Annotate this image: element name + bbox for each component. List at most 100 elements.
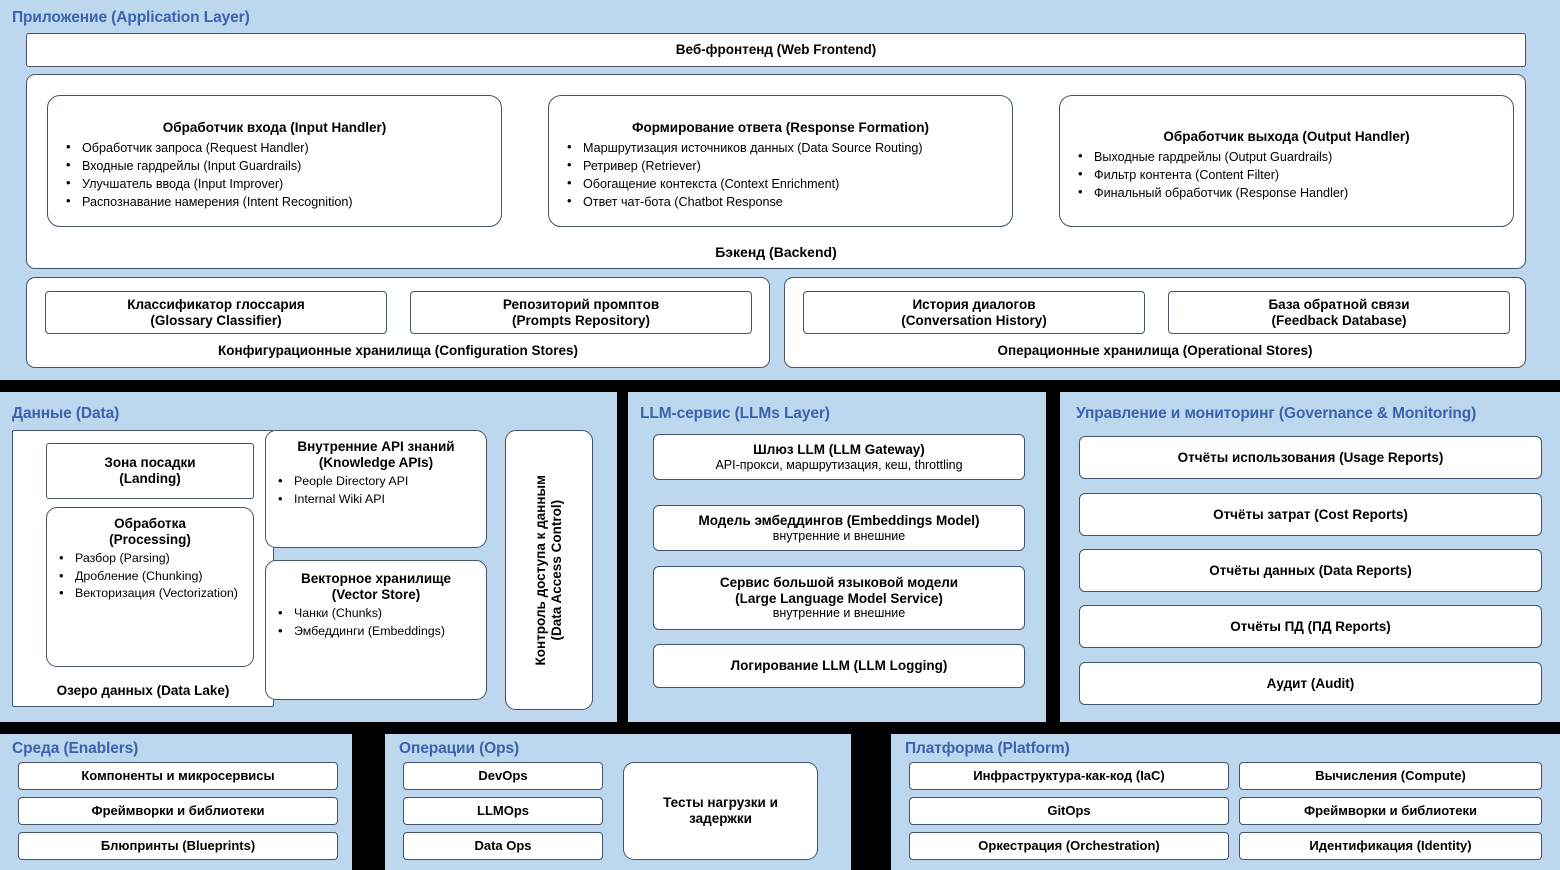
data-access-control-label-ru: Контроль доступа к данным [532, 474, 548, 666]
load-tests-line2: задержки [689, 811, 752, 826]
llm-logging-title: Логирование LLM (LLM Logging) [730, 658, 948, 674]
governance-layer-panel: Управление и мониторинг (Governance & Mo… [1060, 392, 1560, 722]
identity-box[interactable]: Идентификация (Identity) [1239, 832, 1542, 860]
list-item: Распознавание намерения (Intent Recognit… [48, 192, 501, 211]
llmops-label: LLMOps [477, 803, 529, 819]
operational-stores-label: Операционные хранилища (Operational Stor… [997, 343, 1313, 358]
backend-box: Обработчик входа (Input Handler) Обработ… [26, 74, 1526, 269]
vector-store-title-ru: Векторное хранилище [300, 571, 452, 586]
llm-gateway-subtitle: API-прокси, маршрутизация, кеш, throttli… [715, 457, 963, 472]
audit-label: Аудит (Audit) [1266, 675, 1355, 691]
landing-label-en: (Landing) [119, 471, 181, 486]
conversation-history-box[interactable]: История диалогов (Conversation History) [803, 291, 1145, 334]
data-access-control-label-en: (Data Access Control) [549, 499, 564, 641]
ops-layer-title: Операции (Ops) [399, 740, 520, 757]
vector-store-box[interactable]: Векторное хранилище (Vector Store) Чанки… [265, 560, 487, 700]
processing-box[interactable]: Обработка (Processing) Разбор (Parsing) … [46, 507, 254, 667]
audit-box[interactable]: Аудит (Audit) [1079, 662, 1542, 705]
llm-layer-panel: LLM-сервис (LLMs Layer) Шлюз LLM (LLM Ga… [628, 392, 1046, 722]
configuration-stores-label: Конфигурационные хранилища (Configuratio… [217, 343, 579, 358]
data-layer-title: Данные (Data) [12, 405, 120, 422]
compute-box[interactable]: Вычисления (Compute) [1239, 762, 1542, 790]
vector-store-list: Чанки (Chunks) Эмбеддинги (Embeddings) [266, 604, 486, 641]
conversation-history-label-ru: История диалогов [912, 296, 1036, 312]
list-item: Эмбеддинги (Embeddings) [266, 622, 486, 641]
embeddings-model-box[interactable]: Модель эмбеддингов (Embeddings Model) вн… [653, 505, 1025, 551]
feedback-database-label-en: (Feedback Database) [1271, 312, 1407, 328]
data-lake-box: Зона посадки (Landing) Обработка (Proces… [12, 430, 274, 707]
devops-box[interactable]: DevOps [403, 762, 603, 790]
response-formation-card[interactable]: Формирование ответа (Response Formation)… [548, 95, 1013, 227]
load-tests-line1: Тесты нагрузки и [663, 795, 778, 811]
data-lake-label: Озеро данных (Data Lake) [56, 683, 230, 698]
response-formation-title: Формирование ответа (Response Formation) [631, 119, 930, 135]
data-layer-panel: Данные (Data) Зона посадки (Landing) Обр… [0, 392, 617, 722]
application-layer-panel: Приложение (Application Layer) Веб-фронт… [0, 0, 1560, 380]
glossary-classifier-label-en: (Glossary Classifier) [150, 312, 282, 328]
list-item: Internal Wiki API [266, 490, 486, 509]
llm-logging-box[interactable]: Логирование LLM (LLM Logging) [653, 644, 1025, 688]
pd-reports-label: Отчёты ПД (ПД Reports) [1230, 618, 1391, 634]
data-access-control-box[interactable]: Контроль доступа к данным (Data Access C… [505, 430, 593, 710]
llm-service-title-en: (Large Language Model Service) [735, 590, 943, 606]
dataops-label: Data Ops [474, 838, 532, 854]
vector-store-title-en: (Vector Store) [331, 586, 421, 602]
list-item: Фильтр контента (Content Filter) [1060, 165, 1513, 184]
enablers-layer-title: Среда (Enablers) [12, 740, 139, 757]
list-item: Улучшатель ввода (Input Improver) [48, 174, 501, 193]
input-handler-card[interactable]: Обработчик входа (Input Handler) Обработ… [47, 95, 502, 227]
list-item: Обогащение контекста (Context Enrichment… [549, 174, 1012, 193]
web-frontend-box[interactable]: Веб-фронтенд (Web Frontend) [26, 33, 1526, 67]
list-item: People Directory API [266, 472, 486, 491]
gitops-box[interactable]: GitOps [909, 797, 1229, 825]
prompts-repository-label-ru: Репозиторий промптов [502, 296, 660, 312]
output-handler-card[interactable]: Обработчик выхода (Output Handler) Выход… [1059, 95, 1514, 227]
components-microservices-label: Компоненты и микросервисы [81, 768, 275, 784]
landing-zone-box[interactable]: Зона посадки (Landing) [46, 443, 254, 499]
prompts-repository-box[interactable]: Репозиторий промптов (Prompts Repository… [410, 291, 752, 334]
blueprints-box[interactable]: Блюпринты (Blueprints) [18, 832, 338, 860]
glossary-classifier-label-ru: Классификатор глоссария [127, 296, 305, 312]
llm-service-subtitle: внутренние и внешние [772, 606, 906, 621]
platform-frameworks-label: Фреймворки и библиотеки [1304, 803, 1477, 819]
llm-gateway-box[interactable]: Шлюз LLM (LLM Gateway) API-прокси, маршр… [653, 434, 1025, 480]
list-item: Ретривер (Retriever) [549, 156, 1012, 175]
llm-service-title-ru: Сервис большой языковой модели [719, 575, 959, 591]
governance-layer-title: Управление и мониторинг (Governance & Mo… [1076, 405, 1477, 422]
input-handler-list: Обработчик запроса (Request Handler) Вхо… [48, 138, 501, 212]
knowledge-apis-box[interactable]: Внутренние API знаний (Knowledge APIs) P… [265, 430, 487, 548]
load-latency-tests-box[interactable]: Тесты нагрузки и задержки [623, 762, 818, 860]
data-reports-label: Отчёты данных (Data Reports) [1209, 562, 1412, 578]
platform-layer-title: Платформа (Platform) [905, 740, 1070, 757]
iac-box[interactable]: Инфраструктура-как-код (IaC) [909, 762, 1229, 790]
compute-label: Вычисления (Compute) [1315, 768, 1466, 784]
knowledge-apis-title-en: (Knowledge APIs) [318, 454, 434, 470]
glossary-classifier-box[interactable]: Классификатор глоссария (Glossary Classi… [45, 291, 387, 334]
dataops-box[interactable]: Data Ops [403, 832, 603, 860]
prompts-repository-label-en: (Prompts Repository) [511, 312, 650, 328]
llmops-box[interactable]: LLMOps [403, 797, 603, 825]
llm-gateway-title: Шлюз LLM (LLM Gateway) [753, 441, 925, 457]
frameworks-libraries-box[interactable]: Фреймворки и библиотеки [18, 797, 338, 825]
iac-label: Инфраструктура-как-код (IaC) [973, 768, 1165, 784]
feedback-database-box[interactable]: База обратной связи (Feedback Database) [1168, 291, 1510, 334]
input-handler-title: Обработчик входа (Input Handler) [162, 119, 387, 135]
pd-reports-box[interactable]: Отчёты ПД (ПД Reports) [1079, 605, 1542, 648]
list-item: Финальный обработчик (Response Handler) [1060, 183, 1513, 202]
components-microservices-box[interactable]: Компоненты и микросервисы [18, 762, 338, 790]
orchestration-box[interactable]: Оркестрация (Orchestration) [909, 832, 1229, 860]
identity-label: Идентификация (Identity) [1309, 838, 1472, 854]
frameworks-libraries-label: Фреймворки и библиотеки [91, 803, 265, 819]
platform-layer-panel: Платформа (Platform) Инфраструктура-как-… [891, 734, 1560, 870]
application-layer-title: Приложение (Application Layer) [12, 9, 250, 26]
llm-service-box[interactable]: Сервис большой языковой модели (Large La… [653, 566, 1025, 630]
usage-reports-box[interactable]: Отчёты использования (Usage Reports) [1079, 436, 1542, 479]
cost-reports-box[interactable]: Отчёты затрат (Cost Reports) [1079, 493, 1542, 536]
operational-stores-box: История диалогов (Conversation History) … [784, 277, 1526, 368]
list-item: Разбор (Parsing) [47, 549, 253, 568]
embeddings-model-title: Модель эмбеддингов (Embeddings Model) [698, 512, 980, 528]
data-reports-box[interactable]: Отчёты данных (Data Reports) [1079, 549, 1542, 592]
platform-frameworks-box[interactable]: Фреймворки и библиотеки [1239, 797, 1542, 825]
output-handler-title: Обработчик выхода (Output Handler) [1163, 128, 1410, 144]
